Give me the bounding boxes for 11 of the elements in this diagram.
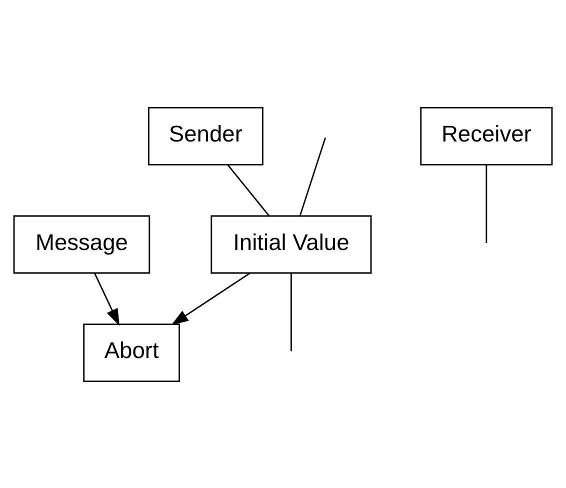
node-box: Initial Value [210,214,372,274]
node-box: Abort [83,323,180,382]
connector [486,164,488,242]
connector [299,136,326,216]
node-box: Sender [148,106,264,165]
connector [227,164,270,216]
node-box: Message [13,214,150,274]
node-box: Receiver [420,106,553,165]
arrow [171,272,250,325]
arrow [94,272,120,326]
connector [290,272,292,351]
